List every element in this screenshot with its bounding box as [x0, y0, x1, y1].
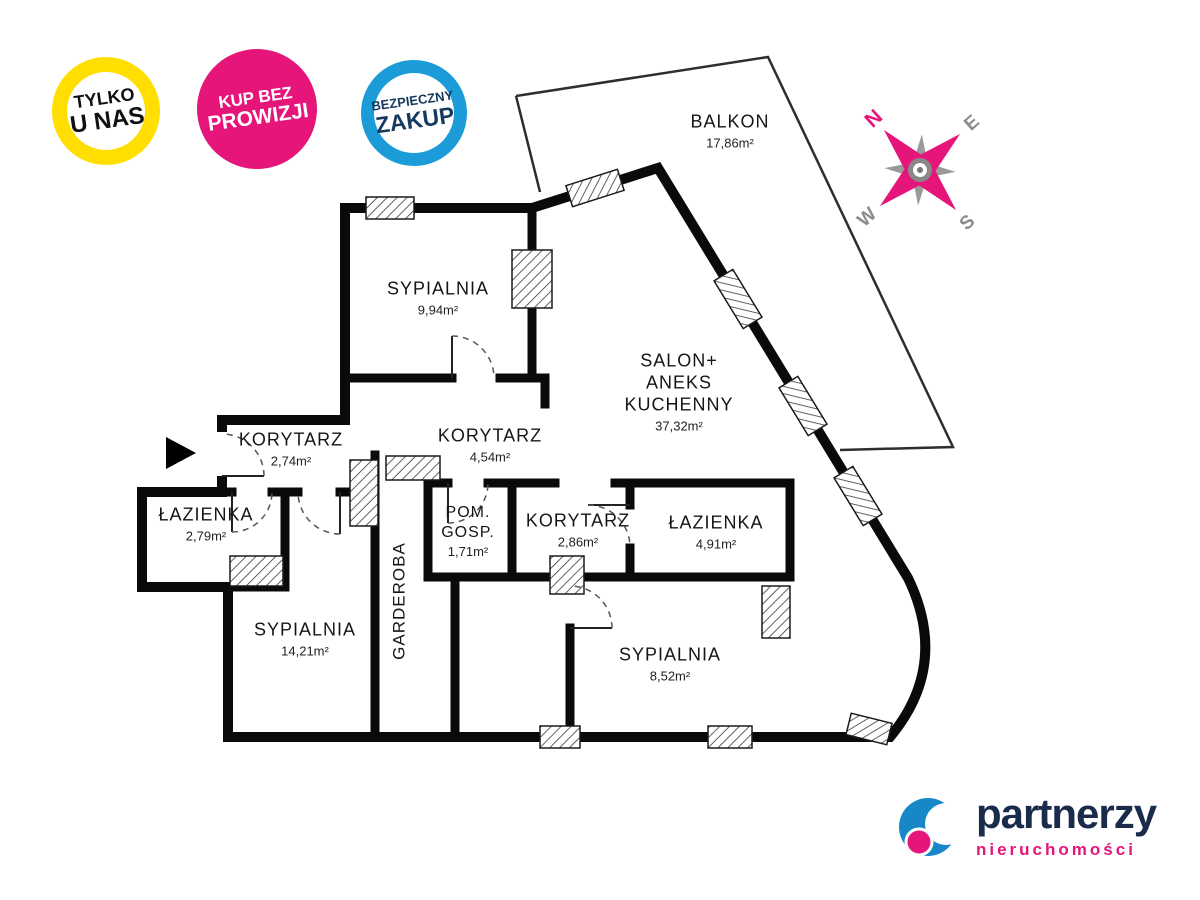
agency-logo-icon: [899, 797, 962, 856]
compass-label-s: S: [956, 211, 979, 235]
compass-label-n: N: [860, 105, 887, 132]
logo-name: partnerzy: [976, 790, 1157, 837]
interior-walls: [217, 203, 795, 742]
compass-rose-icon: N E S W: [854, 105, 984, 235]
logo-subtitle: nieruchomości: [976, 840, 1136, 859]
agency-logo: partnerzy nieruchomości: [898, 790, 1157, 860]
window-hatches: [229, 168, 893, 749]
entrance-gap: [214, 432, 230, 476]
door-leaves: [222, 336, 630, 629]
balcony-outline: [514, 55, 955, 452]
compass-label-e: E: [960, 111, 983, 135]
outer-walls: [137, 162, 931, 742]
compass-label-w: W: [854, 204, 881, 232]
entrance-arrow-icon: [166, 437, 196, 469]
compass-center-dot: [917, 167, 923, 173]
